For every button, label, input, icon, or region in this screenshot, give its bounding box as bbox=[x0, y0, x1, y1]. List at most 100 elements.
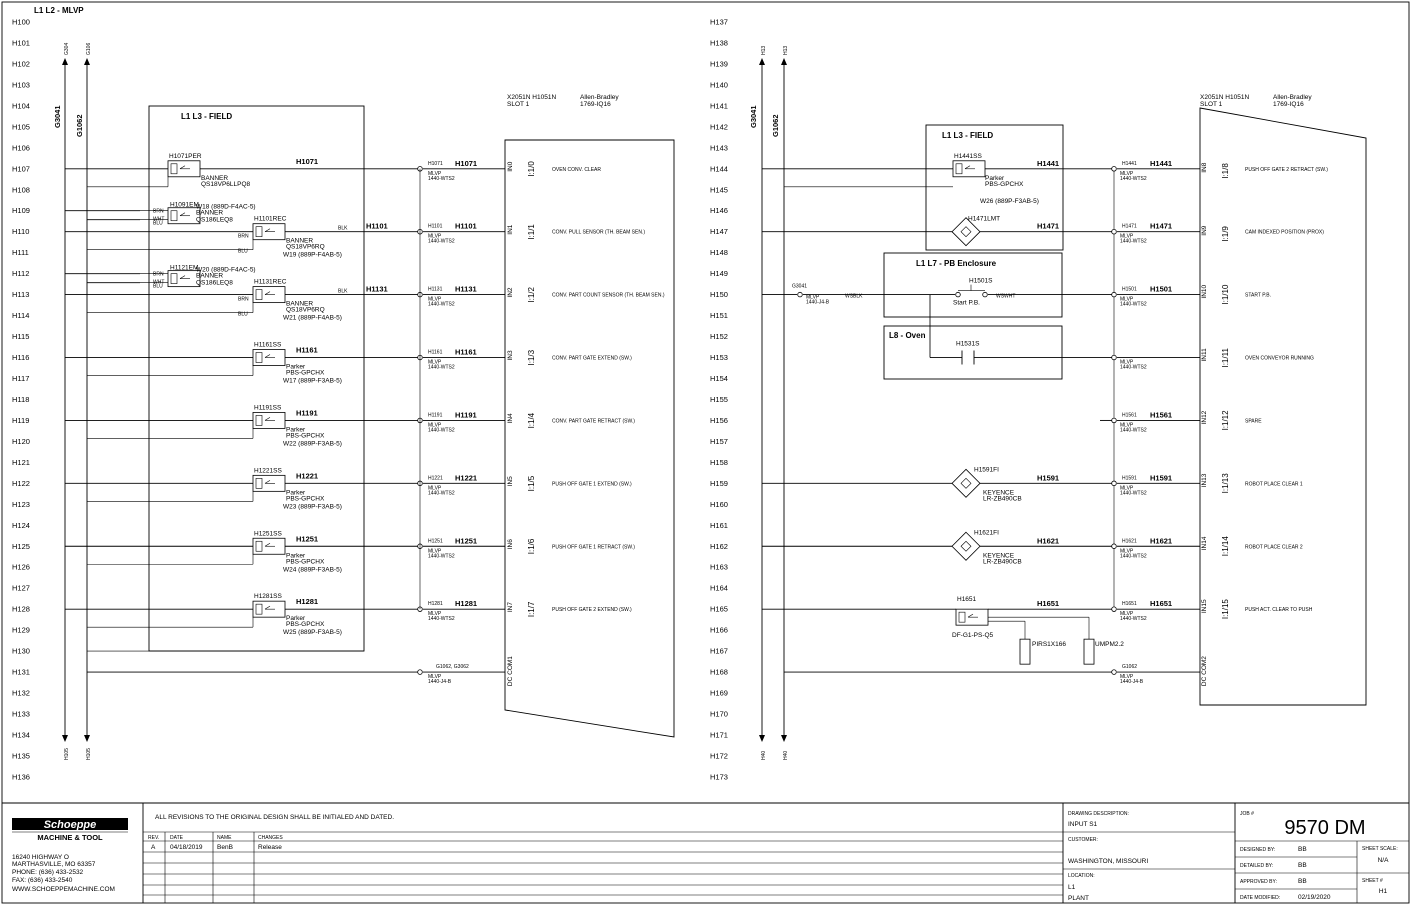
sensor-lens bbox=[255, 540, 263, 552]
wire-number-plc: H1221 bbox=[455, 473, 477, 482]
rung-number: H154 bbox=[710, 374, 728, 383]
wire-number-field: H1621 bbox=[1037, 536, 1059, 545]
rung-number: H101 bbox=[12, 38, 30, 47]
device-tag: H1251SS bbox=[254, 530, 282, 537]
io-module bbox=[504, 139, 675, 738]
rung-number: H133 bbox=[12, 710, 30, 719]
module-address: I:1/12 bbox=[1221, 410, 1230, 431]
device-tag: H1191SS bbox=[254, 404, 282, 411]
module-part: 1769-IQ16 bbox=[1273, 101, 1304, 108]
wire-color: BLU bbox=[153, 221, 163, 227]
device-brand: BANNER bbox=[196, 210, 223, 217]
module-address: I:1/1 bbox=[527, 224, 536, 240]
module-address: I:1/15 bbox=[1221, 599, 1230, 620]
terminal-mlvp: MLVP bbox=[428, 422, 442, 428]
terminal-mlvp: MLVP bbox=[428, 548, 442, 554]
terminal-part: 1440-WTS2 bbox=[428, 176, 455, 182]
wire-color: BRN bbox=[238, 234, 249, 240]
field-label: L1 L3 - FIELD bbox=[942, 131, 993, 140]
cable-block bbox=[1083, 638, 1095, 665]
rung-number: H137 bbox=[710, 18, 728, 27]
rung-number: H106 bbox=[12, 143, 30, 152]
sensor-diamond-inner bbox=[960, 540, 972, 552]
rung-number: H134 bbox=[12, 730, 30, 739]
device-brand: Start P.B. bbox=[953, 300, 980, 307]
wire-color: BRN bbox=[153, 272, 164, 278]
module-address: I:1/10 bbox=[1221, 284, 1230, 305]
detailed-by: BB bbox=[1298, 862, 1307, 869]
wire-color: WSBLK bbox=[845, 294, 863, 300]
device-part: PBS-GPCHX bbox=[286, 370, 325, 377]
rail-bot-l1: H105 bbox=[64, 748, 70, 760]
terminal-part: 1440-WTS2 bbox=[1120, 365, 1147, 371]
sensor-diamond-inner bbox=[960, 477, 972, 489]
fiber-sensor bbox=[951, 531, 981, 561]
device-cable: W19 (889P-F4AB-5) bbox=[283, 252, 342, 259]
customer-label: CUSTOMER: bbox=[1068, 837, 1098, 843]
rail-bot-l2: H40 bbox=[783, 751, 789, 760]
terminal-mlvp: MLVP bbox=[1120, 611, 1134, 617]
rung-number: H121 bbox=[12, 458, 30, 467]
device-tag: H1531S bbox=[956, 341, 980, 348]
sensor-contact bbox=[264, 228, 271, 232]
sensor-diamond bbox=[951, 217, 981, 247]
rung-number: H122 bbox=[12, 479, 30, 488]
module-address: I:1/9 bbox=[1221, 226, 1230, 242]
wire-number-plc: H1161 bbox=[455, 348, 477, 357]
rung-number: H151 bbox=[710, 311, 728, 320]
terminal bbox=[1111, 228, 1117, 235]
rung-number: H166 bbox=[710, 626, 728, 635]
device-part: QS18VP6LLPQ8 bbox=[201, 181, 251, 188]
sensor-lens bbox=[955, 163, 963, 175]
device-part: QS18VP6RQ bbox=[286, 244, 325, 251]
rung-number: H135 bbox=[12, 751, 30, 760]
terminal-number: H1191 bbox=[428, 412, 443, 418]
rung-number: H109 bbox=[12, 206, 30, 215]
device-tag: H1591FI bbox=[974, 466, 999, 473]
location-label: LOCATION: bbox=[1068, 873, 1095, 879]
sensor-diamond-inner bbox=[960, 226, 972, 238]
company-website: WWW.SCHOEPPEMACHINE.COM bbox=[12, 886, 115, 893]
rung-number: H127 bbox=[12, 584, 30, 593]
device-brand: Parker bbox=[286, 364, 306, 371]
terminal bbox=[1111, 417, 1117, 424]
terminal-part: 1440-WTS2 bbox=[428, 427, 455, 433]
rung-number: H152 bbox=[710, 332, 728, 341]
device-cable: W17 (889P-F3AB-5) bbox=[283, 378, 342, 385]
field-label-bg bbox=[151, 108, 241, 122]
wire-number-field: H1071 bbox=[296, 157, 318, 166]
rung-number: H123 bbox=[12, 500, 30, 509]
rung-number: H111 bbox=[12, 248, 29, 257]
terminal-number: H1101 bbox=[428, 224, 443, 230]
rung-number: H105 bbox=[12, 122, 30, 131]
rail-bot-l2: H105 bbox=[86, 748, 92, 760]
terminal-part: 1440-WTS2 bbox=[1120, 176, 1147, 182]
terminal-number: H1471 bbox=[1122, 224, 1137, 230]
rung-number: H170 bbox=[710, 710, 728, 719]
module-address: I:1/13 bbox=[1221, 473, 1230, 494]
module-input: IN7 bbox=[507, 602, 514, 613]
rev-row-changes: Release bbox=[258, 844, 282, 851]
sensor bbox=[252, 349, 286, 366]
module-mfr: Allen-Bradley bbox=[580, 94, 619, 101]
module-input: IN0 bbox=[507, 161, 514, 172]
wire-number-plc: H1281 bbox=[455, 599, 477, 608]
oven-box bbox=[883, 325, 1063, 380]
rung-number: H142 bbox=[710, 122, 728, 131]
terminal-number: H1441 bbox=[1122, 161, 1137, 167]
rung-number: H141 bbox=[710, 101, 728, 110]
sensor-lens bbox=[170, 273, 178, 284]
terminal-tag: G3041 bbox=[792, 284, 807, 290]
rail-arrow bbox=[84, 735, 90, 742]
pb-enclosure-box bbox=[883, 252, 1063, 318]
sensor-emitter bbox=[167, 207, 201, 225]
input-description: START P.B. bbox=[1245, 293, 1271, 299]
wire-number-field: H1441 bbox=[1037, 159, 1059, 168]
terminal-number: H1131 bbox=[428, 287, 443, 293]
rung-number: H107 bbox=[12, 164, 30, 173]
